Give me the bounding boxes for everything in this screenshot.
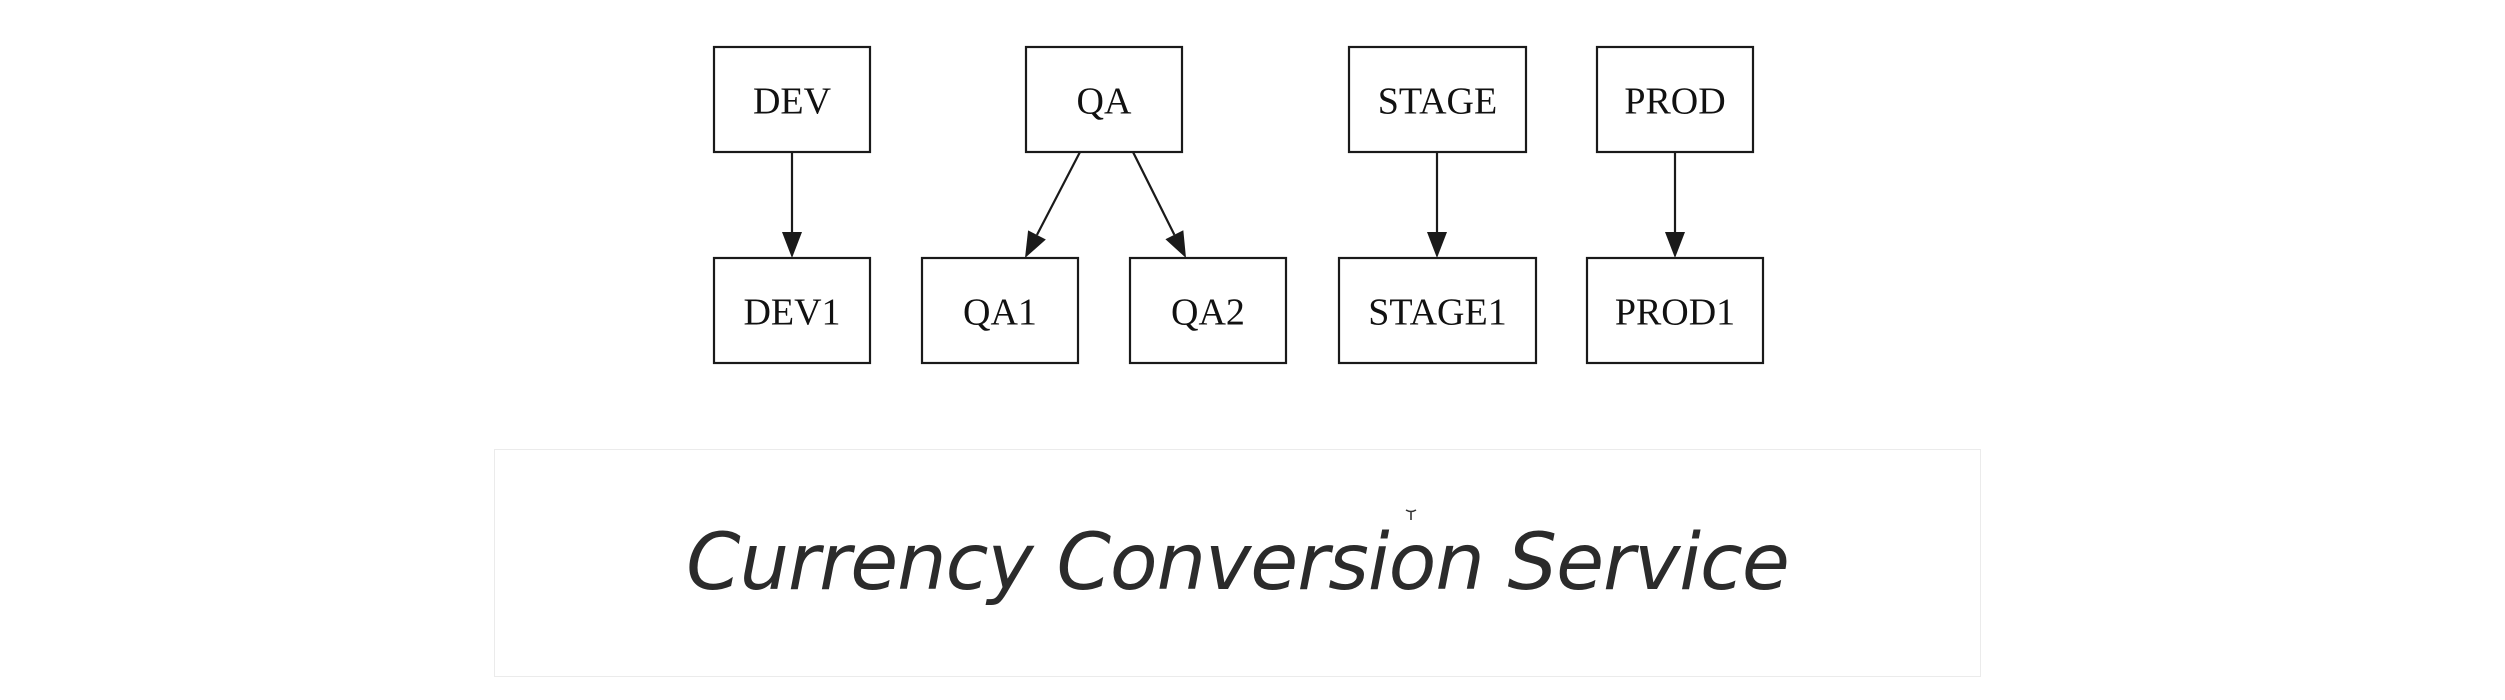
node-label: DEV: [753, 81, 832, 123]
node-label: QA2: [1171, 292, 1245, 334]
node-prod1: PROD1: [1585, 256, 1765, 365]
node-stage: STAGE: [1347, 45, 1528, 154]
edge-qa-to-qa1: [1025, 151, 1081, 258]
node-box: [712, 45, 872, 154]
arrowhead-icon: [782, 232, 802, 258]
title-card: Currency Conversion Service: [494, 449, 1981, 677]
node-label: PROD: [1624, 81, 1725, 123]
arrowhead-icon: [1165, 230, 1186, 258]
arrowhead-icon: [1025, 230, 1046, 258]
arrowhead-icon: [1427, 232, 1447, 258]
node-box: [1595, 45, 1755, 154]
node-stage1: STAGE1: [1337, 256, 1538, 365]
edge-line: [1132, 151, 1176, 236]
node-dev: DEV: [712, 45, 872, 154]
node-dev1: DEV1: [712, 256, 872, 365]
edge-dev-to-dev1: [782, 152, 802, 258]
node-box: [920, 256, 1080, 365]
node-label: STAGE: [1378, 81, 1497, 123]
edge-prod-to-prod1: [1665, 152, 1685, 258]
node-label: QA1: [963, 292, 1037, 334]
node-qa: QA: [1024, 45, 1184, 154]
diagram-edges: [782, 151, 1685, 258]
node-box: [712, 256, 872, 365]
edge-qa-to-qa2: [1132, 151, 1186, 258]
arrowhead-icon: [1665, 232, 1685, 258]
edge-stage-to-stage1: [1427, 152, 1447, 258]
text-cursor-icon: [1405, 509, 1417, 520]
node-label: QA: [1077, 81, 1132, 123]
node-qa2: QA2: [1128, 256, 1288, 365]
diagram-nodes: DEV QA STAGE PROD DEV1 QA1 QA2 STAGE1 PROD1: [712, 45, 1765, 365]
edge-line: [1035, 151, 1081, 236]
node-box: [1337, 256, 1538, 365]
node-box: [1024, 45, 1184, 154]
node-label: STAGE1: [1368, 292, 1506, 334]
node-label: DEV1: [743, 292, 840, 334]
node-box: [1585, 256, 1765, 365]
node-box: [1128, 256, 1288, 365]
node-qa1: QA1: [920, 256, 1080, 365]
service-title: Currency Conversion Service: [686, 518, 1790, 608]
node-label: PROD1: [1615, 292, 1735, 334]
environment-tree-diagram: DEV QA STAGE PROD DEV1 QA1 QA2 STAGE1 PROD1: [712, 45, 1765, 365]
node-prod: PROD: [1595, 45, 1755, 154]
node-box: [1347, 45, 1528, 154]
